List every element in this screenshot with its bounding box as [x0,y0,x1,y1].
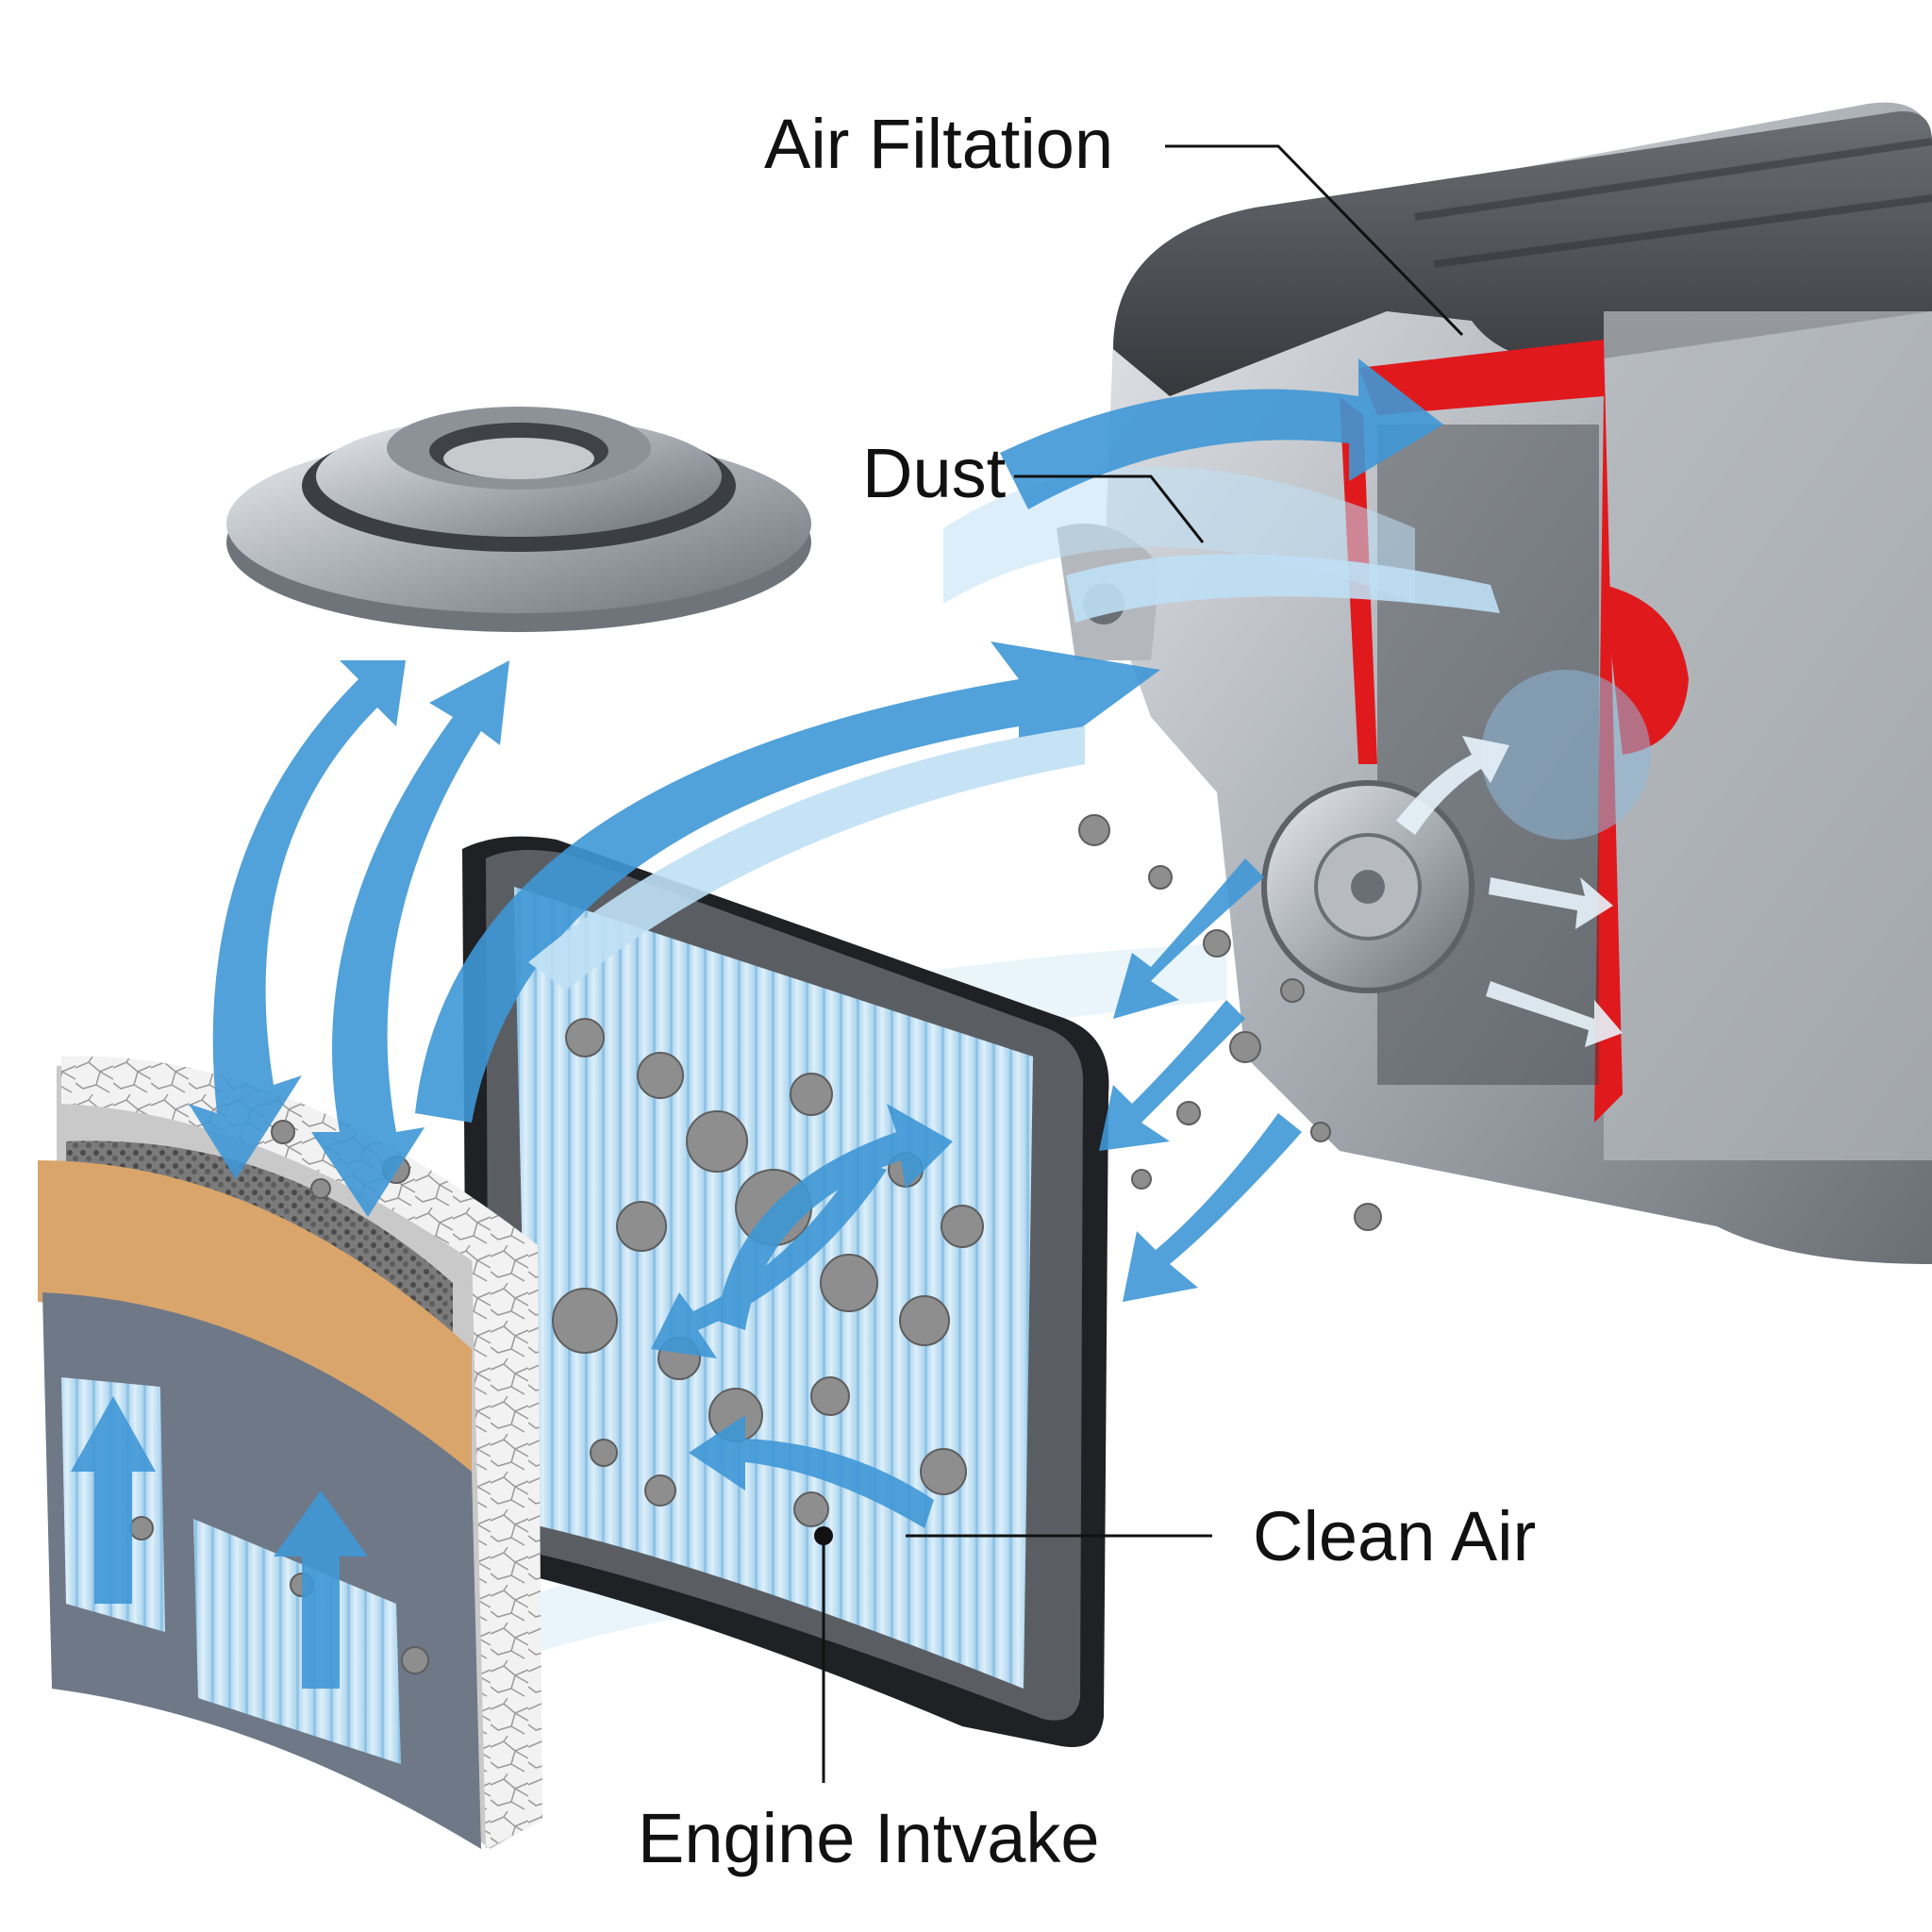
airflow-arrow-icon [71,358,1623,1689]
callout-leaders [822,144,1464,1783]
filter-seal-disc [226,407,811,632]
crackle-layer [61,1056,538,1274]
dust-leader [1014,475,1205,543]
foam-layer [38,1160,472,1472]
air-filtation-leader [1165,144,1464,337]
label-dust: Dust [862,434,1007,512]
leader-dot [814,1526,833,1545]
label-engine-intvake: Engine Intvake [638,1799,1100,1877]
label-air-filtation: Air Filtation [764,105,1114,183]
label-clean-air: Clean Air [1253,1497,1537,1575]
engine-block [1057,102,1932,1265]
